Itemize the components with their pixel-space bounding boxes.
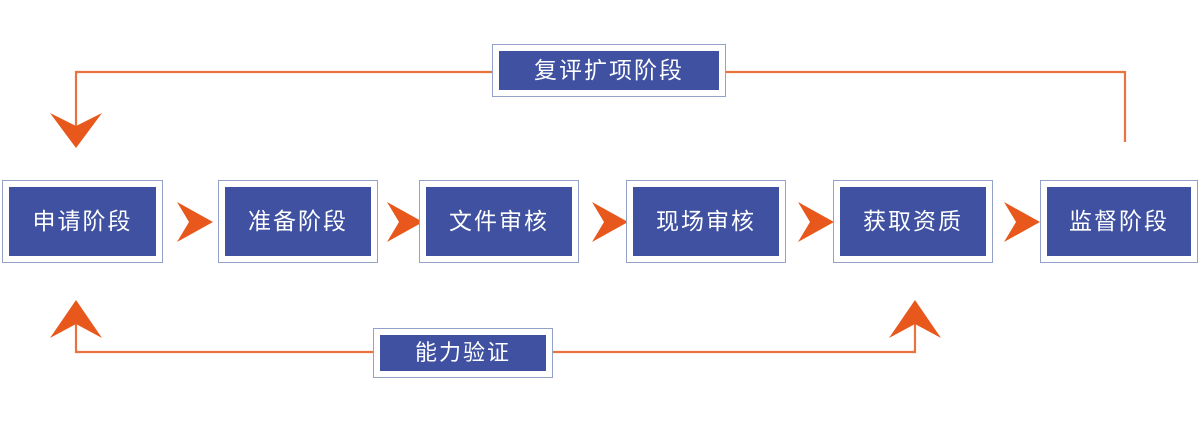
chevron-separator-3 [592,202,628,242]
node-label-top: 复评扩项阶段 [534,57,684,83]
chevron-separator-4 [798,202,834,242]
node-zhunbei-jieduan[interactable]: 准备阶段 [218,180,378,263]
node-fill: 能力验证 [377,332,549,374]
node-fill: 复评扩项阶段 [496,48,722,93]
node-fill: 监督阶段 [1044,184,1194,259]
node-label-step-5: 获取资质 [863,208,963,234]
node-fill: 申请阶段 [6,184,159,259]
arrow-head-up-right [889,300,941,338]
arrow-head-up-left [50,300,102,338]
node-label-step-4: 现场审核 [656,208,756,234]
node-label-bottom: 能力验证 [414,340,511,365]
node-label-step-2: 准备阶段 [248,208,348,234]
node-huoqu-zizhi[interactable]: 获取资质 [833,180,993,263]
node-xianchang-shenhe[interactable]: 现场审核 [626,180,786,263]
node-fill: 文件审核 [423,184,575,259]
node-label-step-1: 申请阶段 [32,208,133,234]
node-fill: 准备阶段 [222,184,374,259]
node-shenqing-jieduan[interactable]: 申请阶段 [2,180,163,263]
node-jiandu-jieduan[interactable]: 监督阶段 [1040,180,1198,263]
node-label-step-3: 文件审核 [449,208,549,234]
node-wenjian-shenhe[interactable]: 文件审核 [419,180,579,263]
node-fill: 获取资质 [837,184,989,259]
node-nengli-yanzheng[interactable]: 能力验证 [373,328,553,378]
node-fuping-kuoxiang[interactable]: 复评扩项阶段 [492,44,726,97]
chevron-separator-2 [387,202,423,242]
node-fill: 现场审核 [630,184,782,259]
chevron-separator-1 [177,202,213,242]
chevron-separator-5 [1004,202,1040,242]
node-label-step-6: 监督阶段 [1069,208,1169,234]
arrow-head-down [50,113,102,148]
